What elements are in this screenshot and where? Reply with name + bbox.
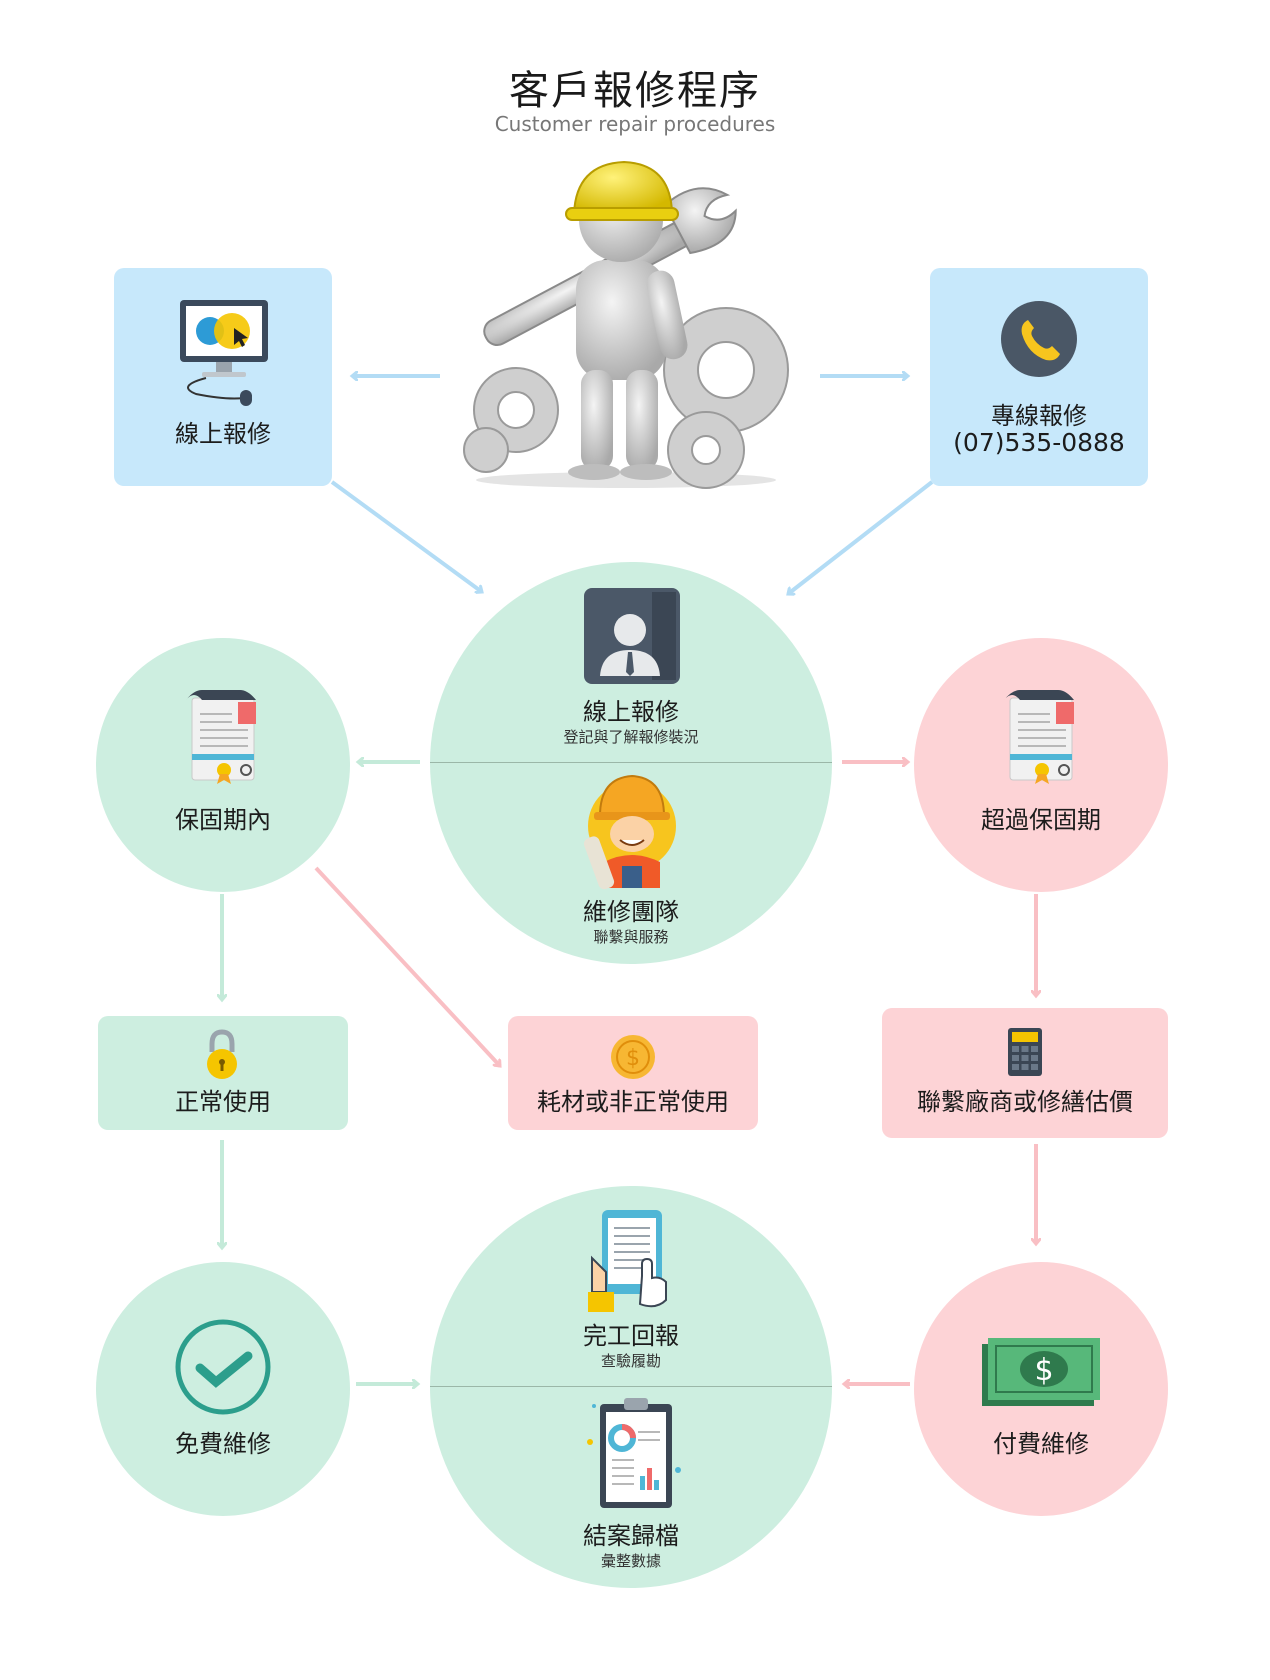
page-subtitle: Customer repair procedures bbox=[494, 112, 776, 136]
clipboard-report-icon bbox=[587, 1398, 681, 1508]
center-bottom-sub: 聯繫與服務 bbox=[593, 928, 669, 946]
computer-icon bbox=[180, 300, 268, 406]
finish-divider bbox=[430, 1386, 832, 1387]
dollar-coin-icon: $ bbox=[611, 1035, 655, 1079]
free-repair-circle[interactable] bbox=[96, 1262, 350, 1516]
finish-bottom-label: 結案歸檔 bbox=[583, 1522, 679, 1550]
arrow-inwarranty-to-consumable bbox=[314, 866, 500, 1066]
checkmark-icon bbox=[175, 1319, 271, 1415]
arrow-hotline-to-center bbox=[788, 480, 934, 594]
normal-use-label: 正常使用 bbox=[175, 1088, 271, 1116]
center-top-sub: 登記與了解報修裝況 bbox=[563, 728, 699, 746]
center-bottom-label: 維修團隊 bbox=[583, 898, 679, 926]
finish-bottom-sub: 彙整數據 bbox=[600, 1552, 661, 1570]
center-top-label: 線上報修 bbox=[583, 698, 679, 726]
lock-icon bbox=[207, 1029, 237, 1079]
svg-text:$: $ bbox=[1034, 1353, 1053, 1388]
certificate-icon bbox=[186, 690, 256, 784]
online-report-label: 線上報修 bbox=[175, 420, 271, 448]
out-warranty-label: 超過保固期 bbox=[981, 806, 1101, 834]
certificate-icon bbox=[1004, 690, 1074, 784]
arrow-online-to-center bbox=[330, 480, 482, 592]
contact-vendor-label: 聯繫廠商或修繕估價 bbox=[917, 1088, 1133, 1116]
page-title: 客戶報修程序 bbox=[509, 68, 761, 114]
hotline-label: 專線報修 bbox=[991, 402, 1087, 430]
svg-text:$: $ bbox=[626, 1046, 640, 1071]
tablet-icon bbox=[588, 1210, 667, 1312]
worker-icon bbox=[583, 774, 676, 890]
finish-top-label: 完工回報 bbox=[583, 1322, 679, 1350]
repairman-with-wrench-icon bbox=[463, 160, 789, 489]
user-profile-icon bbox=[584, 588, 680, 684]
consumable-label: 耗材或非正常使用 bbox=[537, 1088, 729, 1116]
banknote-icon: $ bbox=[982, 1338, 1100, 1406]
free-repair-label: 免費維修 bbox=[175, 1430, 271, 1458]
center-divider bbox=[430, 762, 832, 763]
finish-top-sub: 查驗履勘 bbox=[600, 1352, 661, 1370]
calculator-icon bbox=[1008, 1028, 1042, 1076]
hotline-phone[interactable]: (07)535-0888 bbox=[953, 428, 1125, 457]
phone-icon bbox=[1001, 301, 1077, 377]
in-warranty-label: 保固期內 bbox=[175, 806, 271, 834]
paid-repair-label: 付費維修 bbox=[993, 1430, 1089, 1458]
